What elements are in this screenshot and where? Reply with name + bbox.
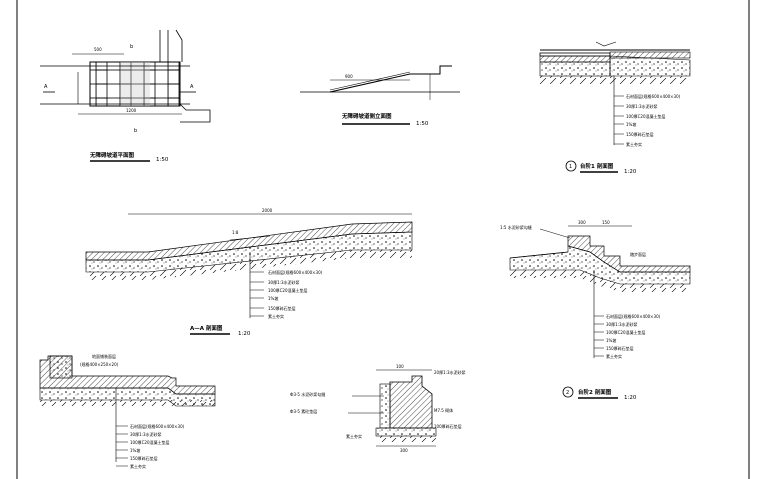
aa-layer-3: 100厚C20混凝土垫层 <box>268 287 308 293</box>
plan-title: 无障碍坡道平面图 <box>89 151 135 159</box>
curb-note-2: Ф3-5 水泥砂浆勾缝 <box>290 391 325 397</box>
detail-layer-1: 石材面层(规格600×400×30) <box>130 423 185 429</box>
aa-dim-total: 2000 <box>262 208 273 213</box>
curb-detail-section: 100 300 20厚1:3水泥砂浆 Ф3-5 水泥砂浆勾缝 Ф3-5 素砼垫层… <box>290 364 466 453</box>
detail-layer-6: 素土夯实 <box>130 463 146 469</box>
ramp-side-elevation: 900 无障碍坡道侧立面图 1:50 <box>300 65 460 127</box>
step2-layer-1: 石材面层(规格600×400×30) <box>606 313 661 319</box>
step2-title-circle <box>562 386 574 398</box>
detail-note-top2: (规格400×250×20) <box>80 361 119 367</box>
plan-dim-bottom: 1200 <box>126 108 137 113</box>
step1-number: 1 <box>569 164 572 170</box>
curb-dim-2: 300 <box>400 448 408 453</box>
curb-dim-1: 100 <box>396 364 404 369</box>
aa-layer-4: 1%坡 <box>268 295 278 301</box>
step2-layer-5: 150厚碎石垫层 <box>606 345 634 351</box>
ramp-plan-paving <box>89 61 181 107</box>
side-scale: 1:50 <box>416 121 429 127</box>
step2-scale: 1:20 <box>624 395 637 401</box>
step1-layer-6: 素土夯实 <box>626 141 642 147</box>
aa-section: 2000 1:8 石材面层(规格600×400×30) 30厚1:3水泥砂浆 1… <box>85 208 413 337</box>
step2-layer-3: 100厚C20混凝土垫层 <box>606 329 646 335</box>
step1-layer-1: 石材面层(规格600×400×30) <box>626 93 681 99</box>
detail-layer-3: 100厚C20混凝土垫层 <box>130 439 170 445</box>
aa-layer-6: 素土夯实 <box>268 313 284 319</box>
detail-layer-5: 150厚碎石垫层 <box>130 455 158 461</box>
aa-layer-2: 30厚1:3水泥砂浆 <box>268 279 300 285</box>
detail-layer-4: 1%坡 <box>130 447 140 453</box>
step1-title: 台阶1 剖面图 <box>580 162 614 170</box>
step1-layer-3: 100厚C20混凝土垫层 <box>626 113 666 119</box>
step1-scale: 1:20 <box>624 169 637 175</box>
curb-note-5: 100厚碎石垫层 <box>434 423 462 429</box>
side-dim-run: 900 <box>345 74 353 79</box>
step1-layer-4: 1%坡 <box>626 121 636 127</box>
aa-scale: 1:20 <box>238 331 251 337</box>
detail-note-top: 地面铺装面层 <box>92 353 116 359</box>
plan-section-mark-b-bottom: b <box>134 128 137 134</box>
step1-layer-5: 150厚碎石垫层 <box>626 131 654 137</box>
detail-layer-2: 30厚1:3水泥砂浆 <box>130 431 162 437</box>
step2-dim-2: 150 <box>602 220 610 225</box>
plan-section-mark-left: A <box>44 84 48 90</box>
curb-note-4: M7.5 砌体 <box>434 407 453 413</box>
curb-note-3: Ф3-5 素砼垫层 <box>290 408 317 414</box>
curb-note-1: 20厚1:3水泥砂浆 <box>434 369 466 375</box>
aa-layer-5: 150厚碎石垫层 <box>268 305 296 311</box>
step2-layer-6: 素土夯实 <box>606 353 622 359</box>
step2-title: 台阶2 剖面图 <box>578 388 612 396</box>
aa-title: A—A 剖面图 <box>190 324 223 332</box>
step1-layer-2: 30厚1:3水泥砂浆 <box>626 103 658 109</box>
step2-number: 2 <box>566 390 569 396</box>
plan-scale: 1:50 <box>156 157 169 163</box>
side-title: 无障碍坡道侧立面图 <box>341 112 392 120</box>
step2-note-a: 1:5 水泥砂浆勾缝 <box>500 224 532 230</box>
plan-dim-top: 500 <box>94 47 102 52</box>
step1-title-circle <box>565 160 577 172</box>
step2-section: 300 150 1:5 水泥砂浆勾缝 踏步面层 石材面层(规格600×400×3… <box>500 220 691 401</box>
step1-section: 石材面层(规格600×400×30) 30厚1:3水泥砂浆 100厚C20混凝土… <box>539 41 691 175</box>
aa-layer-1: 石材面层(规格600×400×30) <box>268 269 323 275</box>
aa-slope: 1:8 <box>232 230 239 235</box>
plan-section-mark-b-top: b <box>130 44 133 50</box>
step2-layer-2: 30厚1:3水泥砂浆 <box>606 321 638 327</box>
step2-layer-4: 1%坡 <box>606 337 616 343</box>
step2-dim-1: 300 <box>578 220 586 225</box>
step2-note-b: 踏步面层 <box>630 251 646 257</box>
curb-note-6: 素土夯实 <box>346 433 362 439</box>
plan-section-mark-right: A <box>190 84 194 90</box>
ramp-plan-view: 500 1200 A A b b 无障碍坡道平面图 1:50 <box>40 29 211 163</box>
edge-detail-section: 地面铺装面层 (规格400×250×20) 石材面层(规格600×400×30)… <box>39 353 216 469</box>
